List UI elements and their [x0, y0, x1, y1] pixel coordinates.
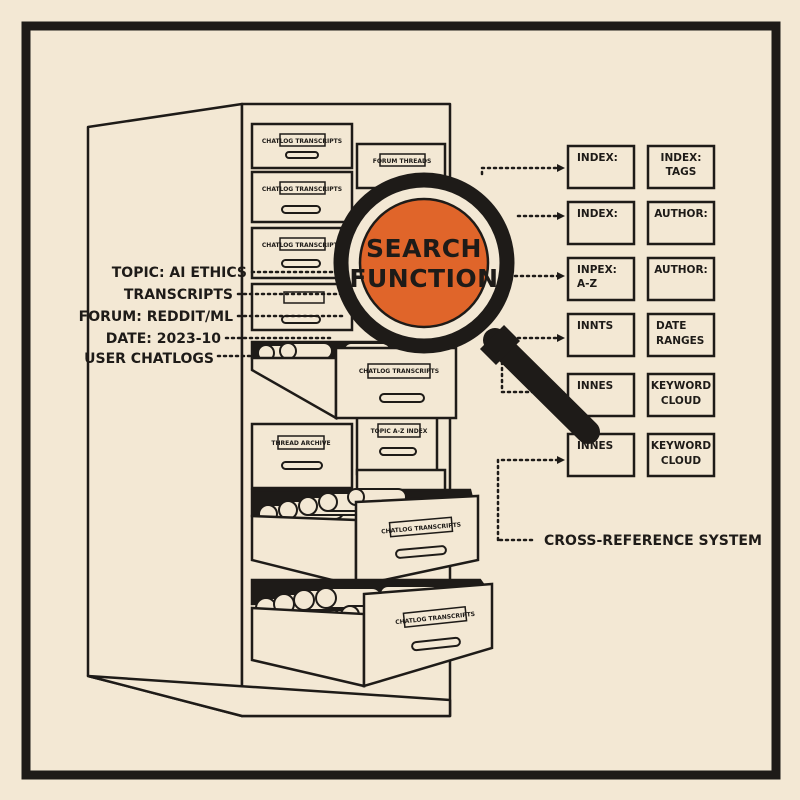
label-date: DATE: 2023-10	[106, 331, 221, 347]
lens-text-line1: SEARCH	[366, 234, 482, 263]
index-card[interactable]	[566, 144, 636, 190]
card-label: CLOUD	[661, 395, 701, 407]
index-card[interactable]	[566, 200, 636, 246]
open-drawer[interactable]: CHATLOG TRANSCRIPTS	[250, 578, 494, 688]
outer-frame	[21, 21, 781, 780]
drawer-label: THREAD ARCHIVE	[271, 440, 330, 447]
drawer-label: CHATLOG TRANSCRIPTS	[262, 138, 342, 145]
drawer-label: TOPIC A-Z INDEX	[371, 428, 428, 435]
card-label: RANGES	[656, 335, 704, 347]
index-card-labels: INDEX: INDEX: TAGS INDEX: AUTHOR: INPEX:…	[577, 152, 711, 467]
card-label: INDEX:	[661, 152, 702, 164]
left-labels: TOPIC: AI ETHICS TRANSCRIPTS FORUM: REDD…	[79, 265, 247, 367]
drawer-label: CHATLOG TRANSCRIPTS	[262, 242, 342, 249]
index-card[interactable]	[646, 312, 716, 358]
cabinet-side-panel	[86, 102, 244, 718]
card-label: CLOUD	[661, 455, 701, 467]
index-card[interactable]	[646, 200, 716, 246]
drawer[interactable]	[250, 282, 354, 332]
card-label: DATE	[656, 320, 686, 332]
cross-reference-label: CROSS-REFERENCE SYSTEM	[544, 533, 762, 549]
card-label: KEYWORD	[651, 440, 712, 452]
card-label: KEYWORD	[651, 380, 712, 392]
card-label: A-Z	[577, 278, 597, 290]
card-label: TAGS	[666, 166, 697, 178]
drawer[interactable]: CHATLOG TRANSCRIPTS	[250, 170, 354, 224]
cabinet-base	[86, 674, 452, 718]
index-card[interactable]	[566, 312, 636, 358]
card-label: INDEX:	[577, 208, 618, 220]
index-card[interactable]	[566, 372, 636, 418]
label-user-chatlogs: USER CHATLOGS	[84, 351, 214, 367]
index-card[interactable]	[566, 432, 636, 478]
index-card[interactable]	[646, 372, 716, 418]
index-card[interactable]	[646, 256, 716, 302]
label-transcripts: TRANSCRIPTS	[124, 287, 233, 303]
drawer[interactable]: TOPIC A-Z INDEX	[355, 410, 439, 476]
magnifying-glass-icon[interactable]: SEARCH FUNCTION	[333, 172, 600, 444]
card-label: INPEX:	[577, 264, 617, 276]
drawer-label: CHATLOG TRANSCRIPTS	[262, 186, 342, 193]
card-label: INDEX:	[577, 152, 618, 164]
label-topic: TOPIC: AI ETHICS	[112, 265, 247, 281]
index-cards	[566, 144, 716, 478]
card-label: AUTHOR:	[654, 208, 708, 220]
lens-text-line2: FUNCTION	[349, 264, 498, 293]
left-leader-lines	[216, 270, 352, 358]
magnifier-lens	[358, 197, 490, 329]
drawer[interactable]: CHATLOG TRANSCRIPTS	[250, 122, 354, 170]
card-label: INNTS	[577, 320, 613, 332]
drawer-label: FORUM THREADS	[373, 158, 432, 165]
index-card[interactable]	[566, 256, 636, 302]
label-forum: FORUM: REDDIT/ML	[79, 309, 233, 325]
index-card[interactable]	[646, 144, 716, 190]
drawer[interactable]: THREAD ARCHIVE	[250, 422, 354, 490]
index-card[interactable]	[646, 432, 716, 478]
card-label: INNES	[577, 380, 613, 392]
magnifier-handle	[483, 328, 600, 444]
card-label: AUTHOR:	[654, 264, 708, 276]
drawer-label: CHATLOG TRANSCRIPTS	[359, 368, 439, 375]
